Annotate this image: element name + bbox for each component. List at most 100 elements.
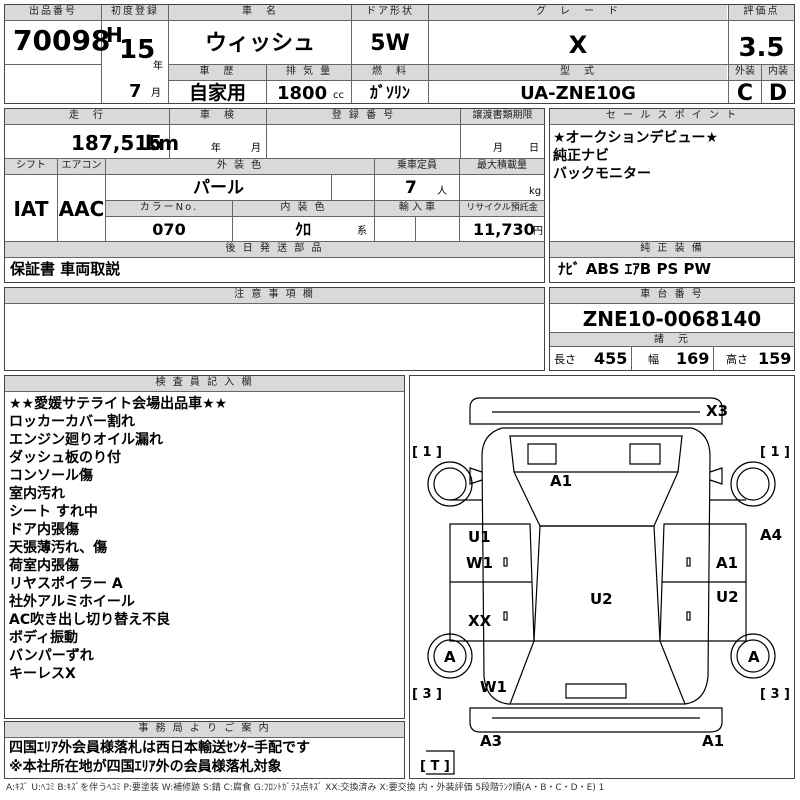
color-number: 070 — [152, 220, 186, 239]
inspector-note: キーレスX — [9, 666, 76, 682]
recycle-fee: 11,730 — [473, 220, 535, 239]
inspection-header: 車 検 — [170, 109, 266, 124]
car-damage-diagram: X3 A1 U1 W1 A1 A4 U2 U2 XX A A W1 A3 A1 … — [412, 397, 790, 775]
diag-a1-bottom: A1 — [702, 732, 724, 750]
inspector-note: 室内汚れ — [9, 486, 65, 502]
inspector-note: ドア内張傷 — [9, 522, 79, 538]
office-notice-line1: 四国ｴﾘｱ外会員様落札は西日本輸送ｾﾝﾀｰ手配です — [9, 740, 310, 756]
length-value: 455 — [594, 349, 628, 368]
era-letter: H — [106, 23, 123, 47]
capacity-unit: 人 — [437, 186, 447, 197]
width-label: 幅 — [648, 353, 659, 366]
mileage: 187,515 — [71, 131, 163, 155]
shift-header: シフト — [5, 159, 57, 174]
sales-point-item: 純正ナビ — [553, 148, 609, 164]
wheel-lr-score: [ 3 ] — [412, 687, 442, 702]
ac-header: エアコン — [58, 159, 105, 174]
diag-a3: A3 — [480, 732, 502, 750]
inspector-note: 荷室内張傷 — [9, 558, 79, 574]
factory-equipment: ﾅﾋﾞ ABS ｴｱB PS PW — [558, 260, 712, 278]
inspector-note: AC吹き出し切り替え不良 — [9, 612, 171, 628]
load-header: 最大積載量 — [460, 159, 544, 174]
exterior-grade: C — [736, 81, 754, 106]
diag-a4: A4 — [760, 526, 782, 544]
score: 3.5 — [738, 33, 785, 63]
model-code: UA-ZNE10G — [520, 83, 636, 104]
vehicle-summary-box: 出品番号 初度登録 車 名 ドア形状 グ レ ー ド 評価点 車 歴 排 気 量… — [4, 4, 795, 106]
capacity-header: 乗車定員 — [375, 159, 459, 174]
sales-point-header: セ ー ル ス ポ イ ン ト — [550, 109, 794, 124]
inspector-notes: ★★愛媛サテライト会場出品車★★ ロッカーカバー割れ エンジン廻りオイル漏れ ダ… — [9, 395, 227, 683]
model-header: 型 式 — [429, 65, 727, 80]
first-reg-header: 初度登録 — [102, 5, 168, 20]
interior-grade: D — [768, 81, 788, 106]
inspector-note: ダッシュ板のり付 — [9, 450, 121, 466]
month-unit: 月 — [151, 88, 161, 99]
diag-u2-roof: U2 — [590, 590, 613, 608]
score-header: 評価点 — [729, 5, 794, 20]
inspector-note: ★★愛媛サテライト会場出品車★★ — [9, 396, 228, 412]
sales-point-item: ★オークションデビュー★ — [553, 130, 719, 146]
year-unit: 年 — [153, 61, 163, 72]
inspector-box: 検 査 員 記 入 欄 ★★愛媛サテライト会場出品車★★ ロッカーカバー割れ エ… — [4, 375, 405, 719]
office-notice-line2: ※本社所在地が四国ｴﾘｱ外の会員様落札対象 — [9, 759, 282, 775]
trim-unit: 系 — [357, 226, 367, 237]
later-parts-header: 後 日 発 送 部 品 — [5, 242, 544, 257]
inspector-header: 検 査 員 記 入 欄 — [5, 376, 404, 391]
specs-box: 走 行 車 検 登 録 番 号 譲渡書類期限 シフト エアコン 外 装 色 乗車… — [4, 108, 545, 283]
car-history: 自家用 — [188, 82, 246, 104]
import-header: 輸 入 車 — [375, 201, 459, 216]
mileage-header: 走 行 — [5, 109, 169, 124]
recycle-header: リサイクル預託金 — [460, 201, 544, 216]
load-unit: kg — [529, 186, 542, 197]
fuel-header: 燃 料 — [352, 65, 428, 80]
diag-xx: XX — [468, 612, 492, 630]
seating-capacity: 7 — [405, 178, 417, 198]
inspector-note: 天張薄汚れ、傷 — [9, 540, 108, 556]
transfer-day-unit: 日 — [529, 143, 539, 154]
door-shape: 5W — [370, 31, 410, 56]
first-reg-year: 15 — [119, 35, 156, 65]
sales-point-item: バックモニター — [553, 166, 651, 182]
transfer-month-unit: 月 — [493, 143, 503, 154]
door-shape-header: ドア形状 — [352, 5, 428, 20]
width-value: 169 — [676, 349, 710, 368]
notes-header: 注 意 事 項 欄 — [5, 288, 544, 303]
transfer-header: 譲渡書類期限 — [461, 109, 544, 124]
displacement-unit: cc — [333, 90, 344, 101]
height-value: 159 — [758, 349, 792, 368]
chassis-box: 車 台 番 号 ZNE10-0068140 諸 元 長さ 455 幅 169 高… — [549, 287, 795, 371]
inspector-note: シート すれ中 — [9, 504, 98, 520]
recycle-unit: 円 — [533, 226, 543, 237]
wheel-lf-score: [ 1 ] — [412, 445, 442, 460]
fuel: ｶﾞｿﾘﾝ — [369, 83, 410, 102]
later-parts: 保証書 車両取説 — [10, 260, 121, 278]
ac-type: AAC — [58, 197, 105, 221]
office-notice-header: 事 務 局 よ り ご 案 内 — [5, 722, 404, 737]
legend-footer: A:ｷｽﾞ U:ﾍｺﾐ B:ｷｽﾞを伴うﾍｺﾐ P:要塗装 W:補修跡 S:錆 … — [6, 783, 605, 793]
car-name-header: 車 名 — [169, 5, 351, 20]
body-color: パール — [193, 178, 244, 198]
inspection-month-unit: 月 — [251, 143, 261, 154]
registration-header: 登 録 番 号 — [267, 109, 460, 124]
office-notice-box: 事 務 局 よ り ご 案 内 四国ｴﾘｱ外会員様落札は西日本輸送ｾﾝﾀｰ手配で… — [4, 721, 405, 779]
dimensions-header: 諸 元 — [550, 333, 794, 346]
grade-header: グ レ ー ド — [429, 5, 727, 20]
diag-w1-rear: W1 — [480, 678, 507, 696]
lot-number-header: 出品番号 — [5, 5, 101, 20]
interior-header: 内装 — [762, 65, 794, 80]
inspector-note: エンジン廻りオイル漏れ — [9, 432, 163, 448]
wheel-rr-score: [ 3 ] — [760, 687, 790, 702]
colorno-header: カラーNo. — [106, 201, 232, 216]
diag-a-right: A — [748, 648, 760, 666]
inspector-note: ロッカーカバー割れ — [9, 414, 135, 430]
mileage-unit: km — [145, 131, 180, 155]
inspector-note: リヤスポイラー A — [9, 576, 123, 592]
chassis-header: 車 台 番 号 — [550, 288, 794, 303]
exterior-header: 外装 — [729, 65, 761, 80]
inspector-note: コンソール傷 — [9, 468, 93, 484]
inspector-note: ボディ振動 — [9, 630, 79, 646]
lot-number: 70098 — [13, 24, 111, 57]
history-header: 車 歴 — [169, 65, 266, 80]
grade: X — [568, 31, 588, 59]
